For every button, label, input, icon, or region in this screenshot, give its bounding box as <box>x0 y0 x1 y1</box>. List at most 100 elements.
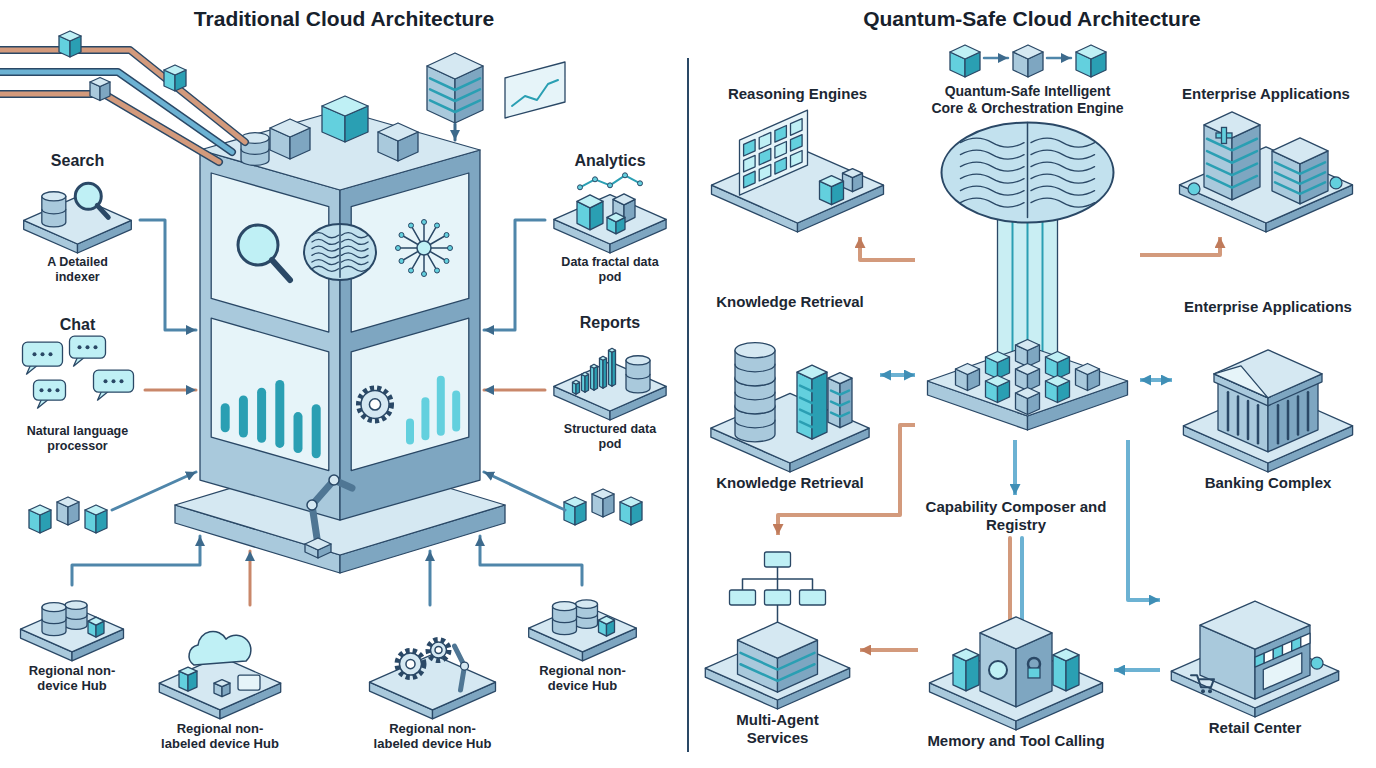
panel-cell <box>775 157 787 174</box>
data-cube <box>164 65 186 75</box>
flow-line <box>249 551 252 605</box>
flow-line <box>112 472 196 510</box>
server-cube <box>1016 340 1040 351</box>
database-top <box>42 603 66 612</box>
agent-node: Multi-Agent Services <box>695 535 860 750</box>
database-top <box>65 601 87 609</box>
report-bar <box>609 348 616 352</box>
icon-area <box>16 588 128 663</box>
node-label: A Detailed indexer <box>19 255 136 285</box>
fractal-dot <box>593 177 598 182</box>
chart-bar <box>275 384 284 443</box>
tree-icon <box>409 268 414 273</box>
brain-fold <box>1027 123 1029 218</box>
server-tower <box>812 372 827 439</box>
tree-icon <box>435 223 440 228</box>
brain-fold <box>312 260 339 265</box>
chart-bar <box>221 408 230 428</box>
flow-connector <box>1140 237 1220 255</box>
brain-fold <box>341 233 368 238</box>
gear-teeth <box>398 651 424 677</box>
service-node: ChatNatural language processor <box>10 312 145 457</box>
chat-dot <box>78 345 82 349</box>
data-cube <box>29 505 51 515</box>
agent-card <box>730 590 756 605</box>
flow-connector <box>1140 378 1172 382</box>
node-heading: Capability Composer and Registry <box>922 498 1110 534</box>
brain-fold <box>341 246 368 251</box>
memory-cube <box>1053 649 1079 661</box>
brain-fold <box>1031 186 1095 195</box>
tower-block <box>340 150 480 520</box>
memory-node: Capability Composer and RegistryMemory a… <box>918 495 1114 753</box>
flow-connector <box>860 237 915 260</box>
flow-line <box>484 389 545 392</box>
cart-wheel <box>1201 689 1205 693</box>
flow-line <box>72 536 200 585</box>
flow-line <box>480 536 582 585</box>
window-band <box>831 413 849 417</box>
data-cube <box>607 213 625 222</box>
server-cube <box>1076 364 1100 375</box>
server-cube <box>427 53 483 79</box>
brain-fold <box>960 198 1024 207</box>
magnifier-icon <box>97 205 108 217</box>
tree-icon <box>396 246 401 251</box>
database-band <box>735 364 775 372</box>
brain-fold <box>960 162 1024 171</box>
node-label: Banking Complex <box>1176 474 1360 492</box>
illustration <box>0 31 1353 730</box>
device-cube <box>88 617 104 625</box>
report-bar <box>585 374 589 392</box>
tower-block <box>200 150 340 520</box>
core-platform <box>928 346 1128 416</box>
device-cube <box>214 680 230 687</box>
report-bar <box>591 364 598 368</box>
device-cube <box>599 616 615 624</box>
awning-stripe <box>1301 633 1310 647</box>
fractal-dot <box>638 181 643 186</box>
orchestration-cube <box>950 45 980 59</box>
chat-dot <box>94 345 98 349</box>
agent-card <box>765 590 791 605</box>
node-label: Knowledge Retrieval <box>704 474 876 492</box>
core-icon <box>928 123 1128 430</box>
icon-area <box>549 332 671 422</box>
robot-joint <box>461 662 469 670</box>
platform <box>370 654 496 709</box>
tree-icon <box>422 272 427 277</box>
robot-base <box>305 538 331 550</box>
server-tower <box>797 372 812 439</box>
brain-fold <box>341 260 368 265</box>
chat-icon <box>23 336 134 408</box>
tree-icon <box>1330 177 1342 189</box>
server-cube <box>270 119 310 137</box>
chat-dot <box>104 379 108 383</box>
node-heading: Knowledge Retrieval <box>704 293 876 311</box>
brain <box>942 123 1114 223</box>
node-label: Multi-Agent Services <box>699 711 856 747</box>
gear-hub <box>406 660 415 669</box>
hubdb-icon <box>21 601 124 661</box>
chat-dot <box>56 388 60 392</box>
fractal-dot <box>608 183 613 188</box>
flow-line <box>984 57 1008 60</box>
database-top <box>576 600 598 608</box>
window-band <box>831 391 849 395</box>
tree-icon <box>444 259 449 264</box>
lock-body <box>1028 668 1040 678</box>
enterprise-node: Enterprise Applications <box>1168 82 1364 237</box>
chart-bar <box>406 423 414 441</box>
brain-fold <box>312 266 339 271</box>
enterprise-node: Enterprise ApplicationsBanking Complex <box>1172 295 1364 495</box>
chat-dot <box>120 379 124 383</box>
panel-cell <box>775 126 787 143</box>
bank-column <box>1277 405 1280 443</box>
gear <box>400 653 422 675</box>
window-band <box>1275 162 1325 174</box>
awning-stripe <box>1283 641 1292 655</box>
multi-icon <box>705 552 849 709</box>
panel-cell <box>759 164 771 181</box>
node-heading: Enterprise Applications <box>1172 85 1360 103</box>
server-cube <box>378 123 418 141</box>
